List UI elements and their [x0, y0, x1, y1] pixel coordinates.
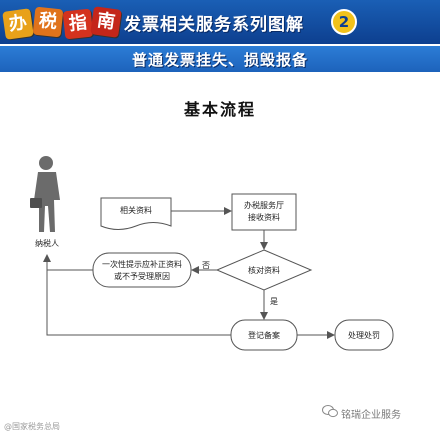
node-document-label: 相关资料 [120, 206, 152, 215]
header-title: 发票相关服务系列图解 [124, 15, 304, 35]
node-document-shape [100, 197, 172, 230]
actor-label: 纳税人 [35, 239, 59, 248]
arrow-reject-to-taxpayer [43, 254, 93, 271]
subtitle-banner: 普通发票挂失、损毁报备 [0, 44, 440, 72]
taxpayer-figure-icon [30, 156, 60, 232]
wechat-icon [322, 405, 338, 418]
node-reject-label-1: 一次性提示应补正资料 [102, 260, 182, 269]
watermark-right: 铭瑞企业服务 [341, 410, 401, 421]
section-title: 基本流程 [183, 100, 256, 119]
header-bar: 办 税 指 南 发票相关服务系列图解 2 [0, 0, 440, 44]
node-service-hall-label-2: 接收资料 [248, 213, 280, 222]
node-register-label: 登记备案 [248, 331, 280, 340]
series-number-badge: 2 [331, 9, 357, 35]
subtitle-text: 普通发票挂失、损毁报备 [131, 51, 308, 69]
node-check-label: 核对资料 [248, 266, 280, 275]
watermark-left: @国家税务总局 [4, 422, 60, 431]
node-punish-shape [334, 319, 394, 351]
branch-no-label: 否 [202, 261, 210, 270]
node-service-hall-label-1: 办税服务厅 [244, 201, 284, 210]
branch-yes-label: 是 [270, 297, 278, 306]
arrow-register-to-taxpayer [46, 270, 231, 336]
node-reject-label-2: 或不予受理原因 [114, 272, 170, 281]
node-punish-label: 处理处罚 [348, 331, 380, 340]
